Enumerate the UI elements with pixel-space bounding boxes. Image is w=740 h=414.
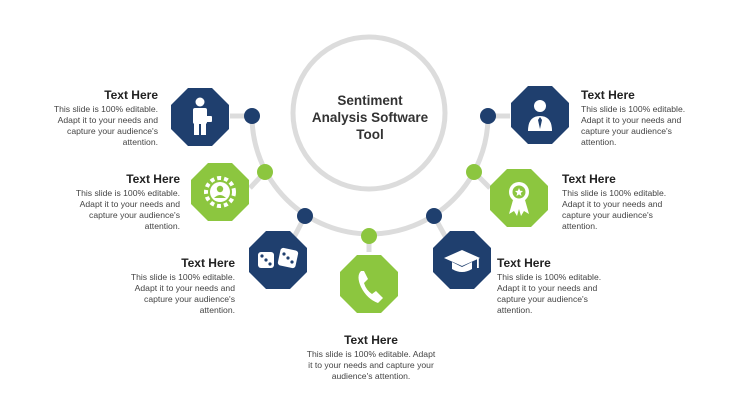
item-6-text: Text Here This slide is 100% editable. A… [562,172,682,232]
dot-4 [361,228,377,244]
item-1-heading: Text Here [104,88,158,102]
dot-6 [466,164,482,180]
octagon-5 [433,231,491,289]
octagon-4 [340,255,398,313]
dot-5 [426,208,442,224]
item-4-text: Text Here This slide is 100% editable. A… [306,333,436,382]
item-2-body: This slide is 100% editable. Adapt it to… [75,188,180,231]
dice-icon [258,247,299,269]
graduation-cap-icon [444,250,480,272]
item-4-body: This slide is 100% editable. Adapt it to… [306,349,436,381]
user-tie-icon [528,100,552,131]
octagon-6 [490,169,548,227]
item-1-body: This slide is 100% editable. Adapt it to… [53,104,158,147]
item-5-text: Text Here This slide is 100% editable. A… [497,256,617,316]
item-1-text: Text Here This slide is 100% editable. A… [38,88,158,148]
item-7-text: Text Here This slide is 100% editable. A… [581,88,701,148]
item-3-body: This slide is 100% editable. Adapt it to… [130,272,235,315]
center-ring [290,34,448,192]
octagon-3 [249,231,307,289]
item-5-body: This slide is 100% editable. Adapt it to… [497,272,602,315]
item-6-heading: Text Here [562,172,616,186]
dot-7 [480,108,496,124]
dot-1 [244,108,260,124]
item-2-heading: Text Here [126,172,180,186]
item-2-text: Text Here This slide is 100% editable. A… [60,172,180,232]
dot-2 [257,164,273,180]
award-ribbon-icon [509,182,529,216]
octagon-1 [171,88,229,146]
gear-user-icon [204,176,236,208]
octagon-7 [511,86,569,144]
businessman-icon [193,97,212,135]
octagon-2 [191,163,249,221]
item-7-heading: Text Here [581,88,635,102]
item-4-heading: Text Here [344,333,398,347]
diagram-title: Sentiment Analysis Software Tool [311,93,429,142]
item-5-heading: Text Here [497,256,551,270]
item-7-body: This slide is 100% editable. Adapt it to… [581,104,686,147]
item-3-text: Text Here This slide is 100% editable. A… [115,256,235,316]
item-3-heading: Text Here [181,256,235,270]
phone-icon [358,271,383,303]
dot-3 [297,208,313,224]
item-6-body: This slide is 100% editable. Adapt it to… [562,188,667,231]
